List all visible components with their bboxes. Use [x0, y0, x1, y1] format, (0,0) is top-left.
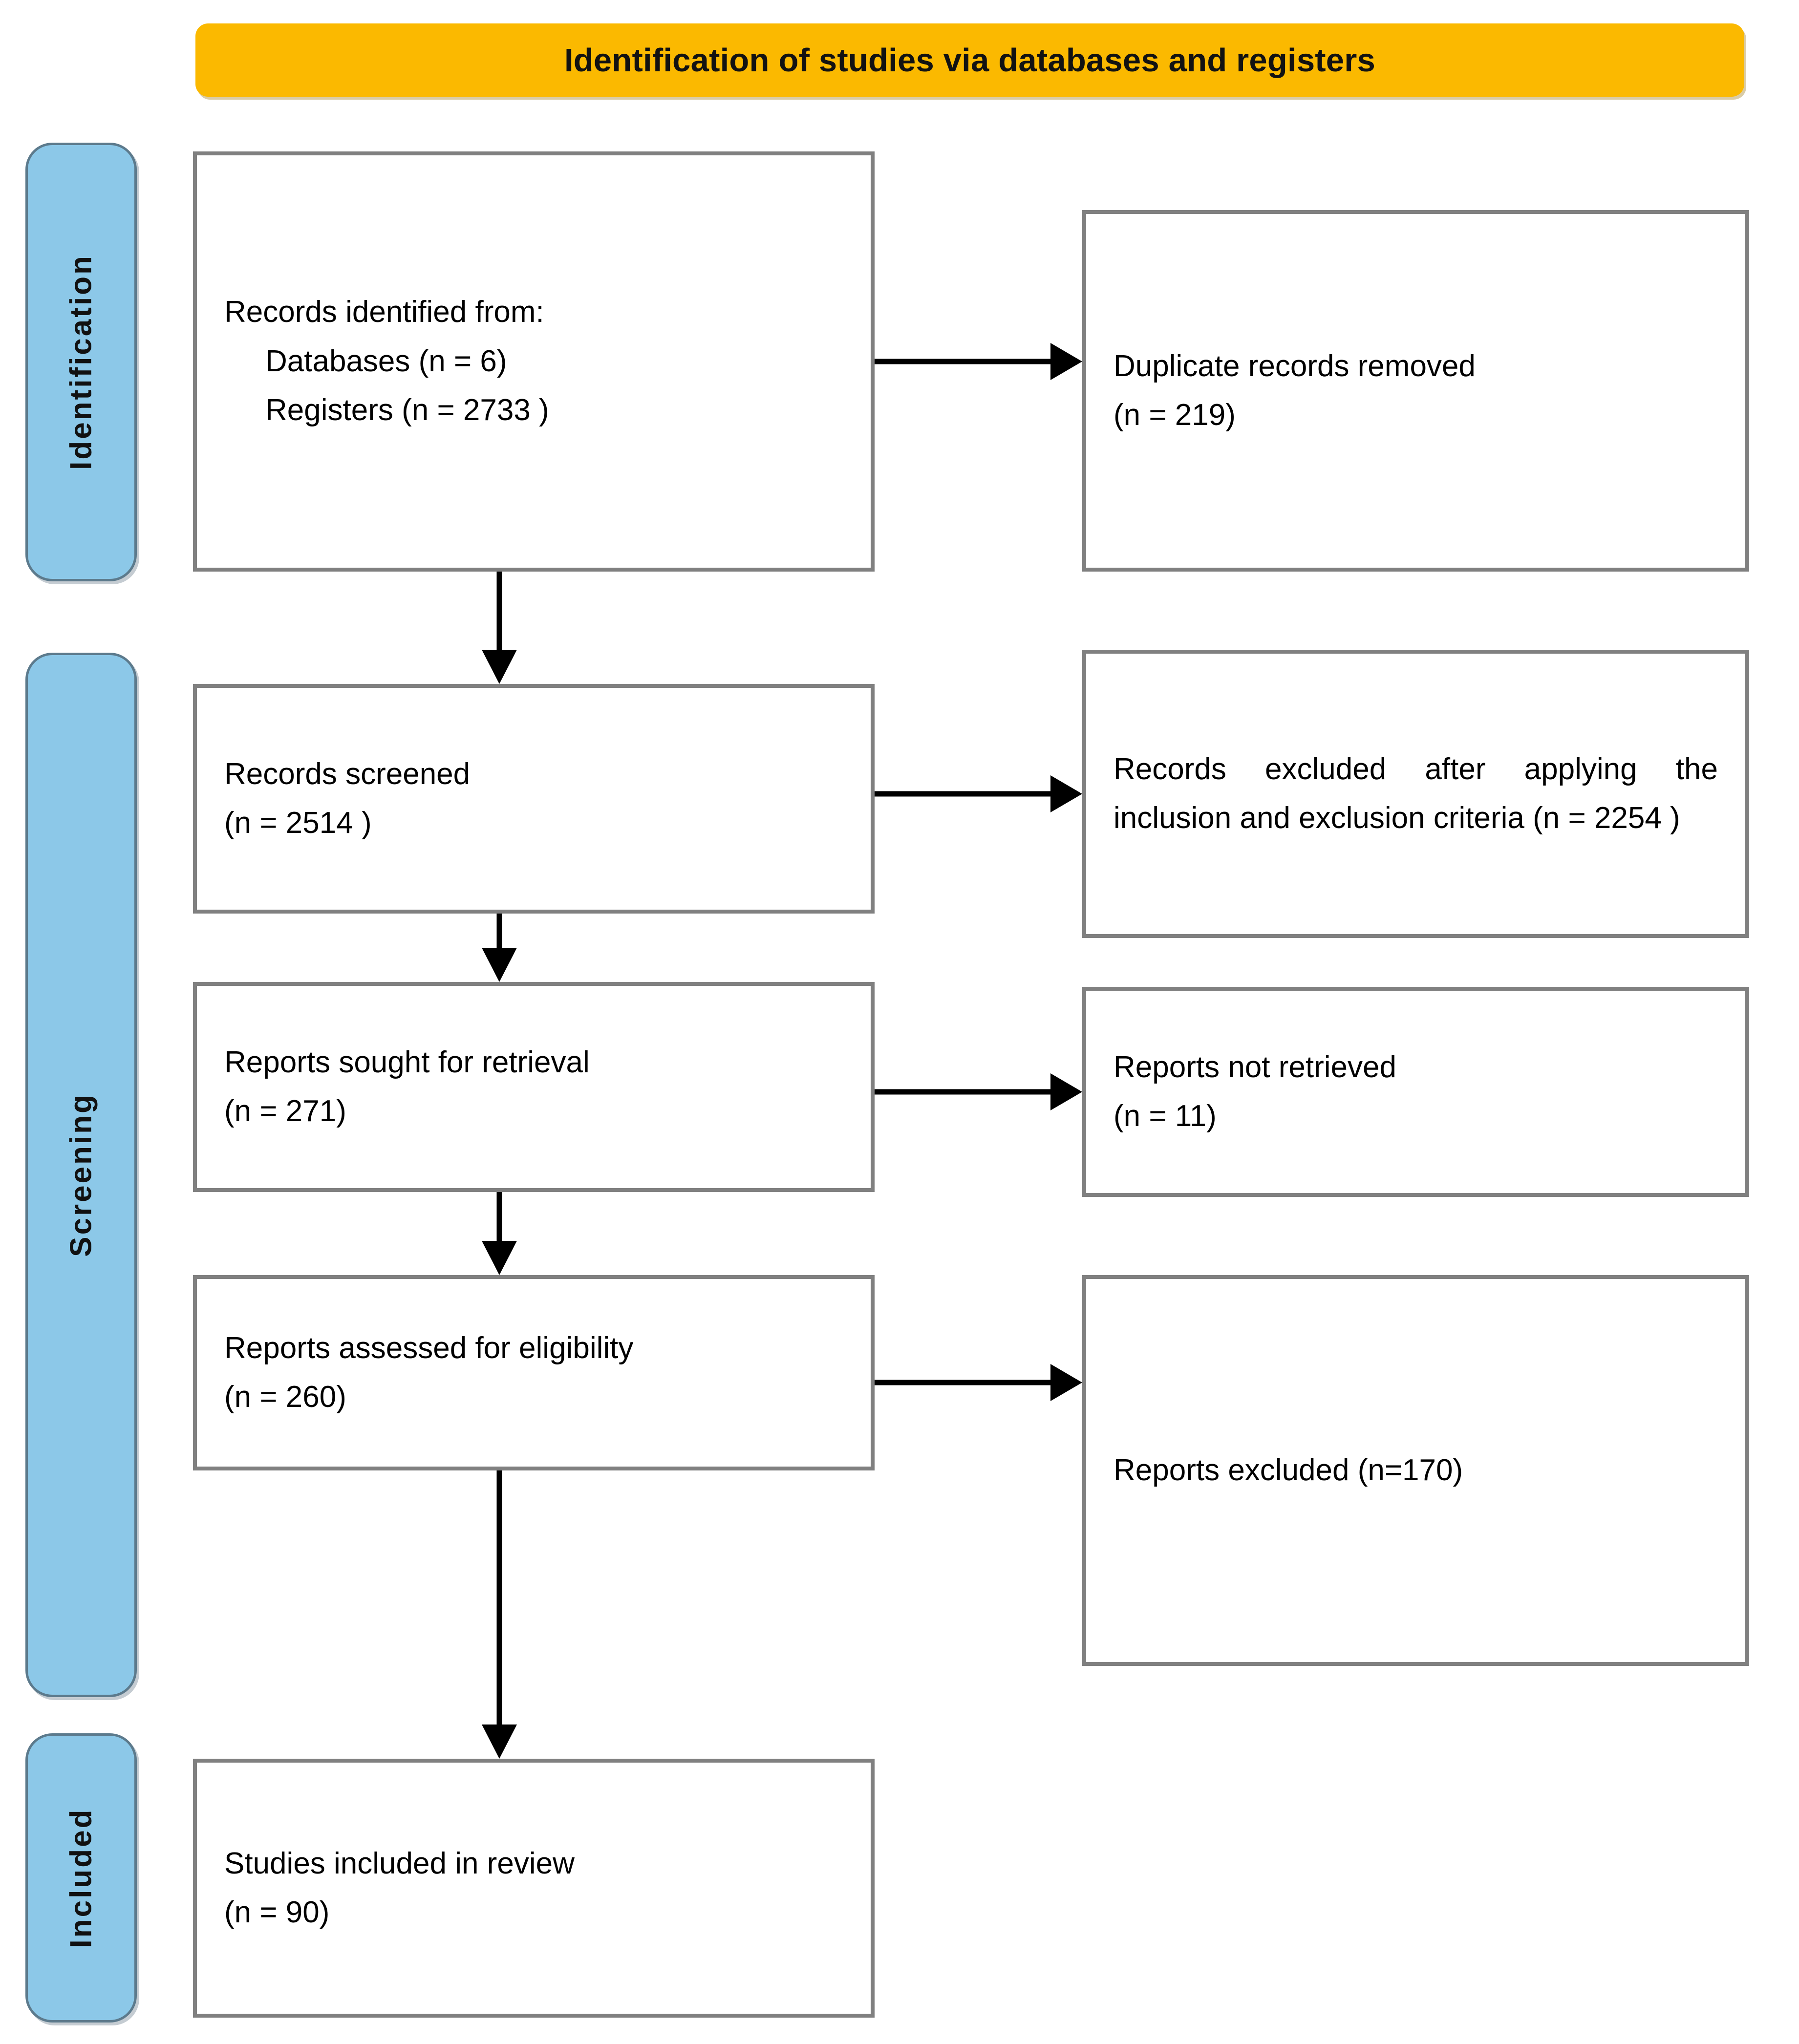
arrow-eligibility-to-reports-excluded: [875, 1364, 1082, 1401]
box-reports-assessed-for-eligibility: Reports assessed for eligibility (n = 26…: [193, 1275, 875, 1470]
stage-label-identification: Identification: [25, 143, 137, 581]
arrow-identified-to-screened: [482, 572, 517, 684]
banner-identification-header: Identification of studies via databases …: [195, 23, 1744, 97]
stage-label-screening: Screening: [25, 653, 137, 1697]
box-records-screened: Records screened (n = 2514 ): [193, 684, 875, 914]
box-reports-not-retrieved: Reports not retrieved (n = 11): [1082, 987, 1749, 1197]
stage-label-included: Included: [25, 1733, 137, 2023]
banner-title: Identification of studies via databases …: [564, 42, 1376, 79]
arrow-eligibility-to-included: [482, 1470, 517, 1759]
arrow-sought-to-eligibility: [482, 1192, 517, 1275]
records-screened-label: Records screened: [224, 757, 471, 791]
reports-assessed-count: (n = 260): [224, 1380, 346, 1414]
box-reports-excluded: Reports excluded (n=170): [1082, 1275, 1749, 1666]
duplicate-records-removed-label: Duplicate records removed: [1114, 349, 1476, 383]
records-identified-registers: Registers (n = 2733 ): [265, 393, 549, 427]
records-screened-count: (n = 2514 ): [224, 806, 372, 840]
arrow-screened-to-reports-sought: [482, 914, 517, 982]
arrow-identified-to-duplicates: [875, 343, 1082, 380]
reports-sought-label: Reports sought for retrieval: [224, 1045, 590, 1079]
records-excluded-label: Records excluded after applying the incl…: [1114, 752, 1718, 835]
box-records-identified: Records identified from: Databases (n = …: [193, 151, 875, 572]
arrow-sought-to-not-retrieved: [875, 1073, 1082, 1110]
records-identified-heading: Records identified from:: [224, 295, 544, 329]
reports-not-retrieved-label: Reports not retrieved: [1114, 1050, 1396, 1084]
studies-included-label: Studies included in review: [224, 1846, 575, 1880]
duplicate-records-removed-count: (n = 219): [1114, 398, 1236, 432]
reports-excluded-label: Reports excluded (n=170): [1114, 1453, 1463, 1487]
reports-assessed-label: Reports assessed for eligibility: [224, 1331, 634, 1365]
box-records-excluded: Records excluded after applying the incl…: [1082, 650, 1749, 938]
reports-sought-count: (n = 271): [224, 1094, 346, 1128]
box-reports-sought-for-retrieval: Reports sought for retrieval (n = 271): [193, 982, 875, 1192]
box-duplicate-records-removed: Duplicate records removed (n = 219): [1082, 210, 1749, 572]
box-studies-included-in-review: Studies included in review (n = 90): [193, 1759, 875, 2018]
reports-not-retrieved-count: (n = 11): [1114, 1099, 1217, 1133]
records-identified-databases: Databases (n = 6): [265, 344, 507, 378]
studies-included-count: (n = 90): [224, 1895, 330, 1929]
arrow-screened-to-records-excluded: [875, 775, 1082, 812]
